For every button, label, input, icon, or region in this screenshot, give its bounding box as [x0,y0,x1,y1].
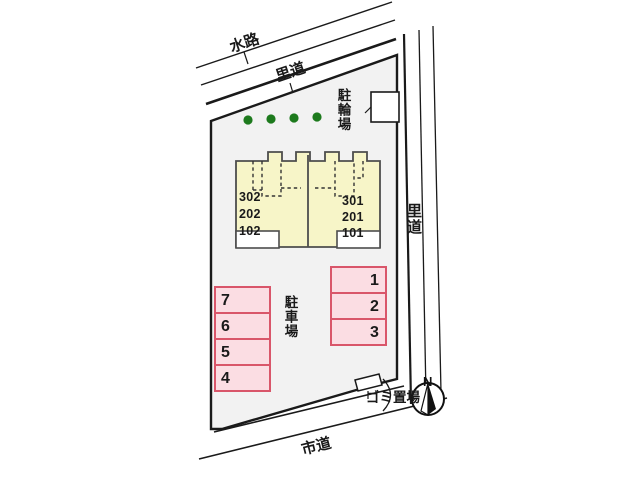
tree-icon-2 [266,114,276,124]
path-right-label: 里道 [405,203,422,235]
garbage-station-label: ゴミ置場 [351,379,421,417]
parking-stall-label-3: 3 [370,324,379,341]
tree-icon-3 [289,113,299,123]
entrance-right [336,230,381,249]
parking-stall-6[interactable] [214,312,271,340]
compass-needle-east [428,383,436,415]
parking-stall-label-4: 4 [221,370,230,387]
parking-stall-5[interactable] [214,338,271,366]
garbage-station-box [354,373,383,392]
parking-stall-4[interactable] [214,364,271,392]
parking-stall-label-1: 1 [370,272,379,289]
path-top-leader [289,82,294,94]
bicycle-parking-box [370,91,400,123]
bicycle-parking-leader [364,106,372,114]
parking-stall-1[interactable] [330,266,387,294]
entrance-left [235,230,280,249]
garbage-station-callout-arc [382,378,392,412]
parking-stall-label-5: 5 [221,344,230,361]
waterway-line-outer [195,1,393,69]
right-road-edge-right [432,25,442,393]
car-parking-label: 駐車場 [282,295,298,339]
city-road-upper-edge [213,385,405,433]
path-top-line [205,37,397,106]
right-road-edge-left [402,33,413,405]
parking-group-right [330,266,387,346]
waterway-leader [243,51,249,65]
tree-icon-1 [243,115,253,125]
parking-stall-label-7: 7 [221,292,230,309]
bicycle-parking-label: 駐輪場 [335,88,351,132]
room-number-101: 101 [342,226,364,240]
room-number-302: 302 [239,190,261,204]
parking-stall-2[interactable] [330,292,387,320]
room-number-202: 202 [239,207,261,221]
parking-stall-3[interactable] [330,318,387,346]
city-road-lower-edge [198,397,448,460]
tree-icon-4 [312,112,322,122]
parking-stall-7[interactable] [214,286,271,314]
room-number-301: 301 [342,194,364,208]
waterway-line-inner [200,19,396,86]
building-interior-dashed-left [261,161,282,197]
room-number-102: 102 [239,224,261,238]
compass-north-label: N [423,374,433,389]
right-road-edge-mid [418,29,427,397]
parking-group-left [214,286,271,392]
room-number-201: 201 [342,210,364,224]
parking-stall-label-6: 6 [221,318,230,335]
garbage-station-label-text: ゴミ置場 [366,389,421,405]
parking-stall-label-2: 2 [370,298,379,315]
